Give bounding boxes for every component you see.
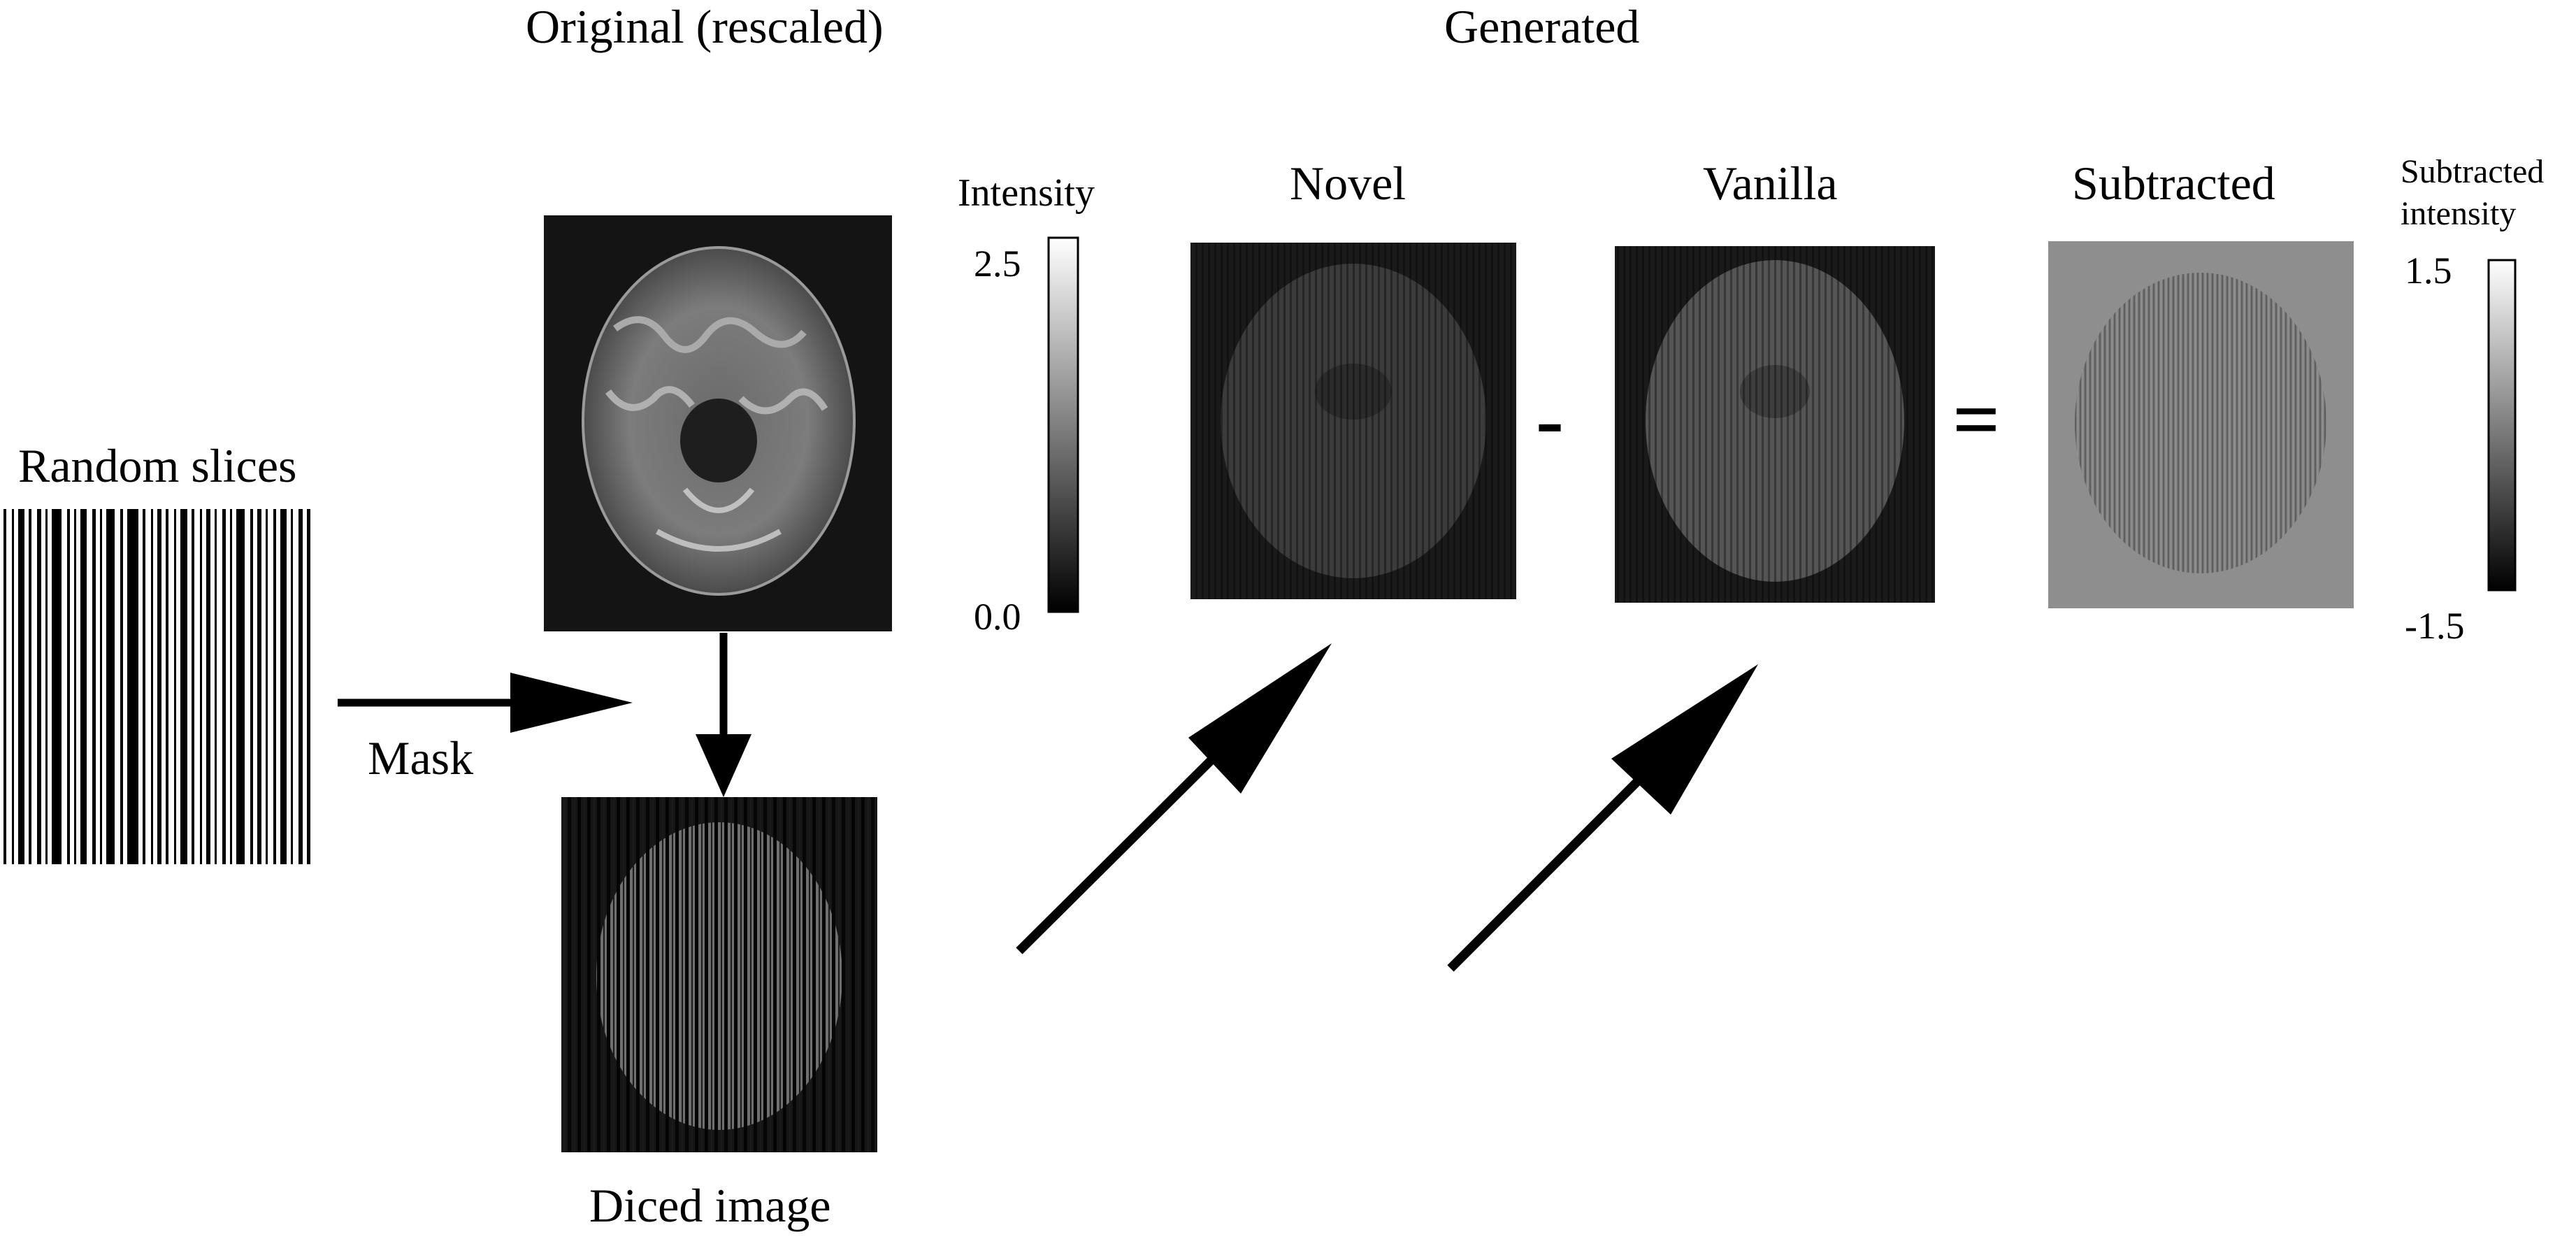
- colorbar-intensity: [1047, 236, 1079, 613]
- barcode-bar: [92, 509, 96, 864]
- colorbar-subtracted: [2487, 259, 2517, 592]
- barcode-bar: [222, 509, 226, 864]
- header-original: Original (rescaled): [526, 0, 884, 53]
- barcode-bar: [291, 509, 293, 864]
- barcode-bar: [307, 509, 310, 864]
- barcode-bar: [127, 509, 138, 864]
- colorbar-subtracted-max: 1.5: [2405, 250, 2452, 292]
- barcode-bar: [180, 509, 187, 864]
- barcode-bar: [174, 509, 176, 864]
- barcode-bar: [37, 509, 41, 864]
- barcode-bar: [151, 509, 153, 864]
- barcode-bar: [250, 509, 253, 864]
- colorbar-intensity-title: Intensity: [958, 171, 1095, 215]
- label-random-slices: Random slices: [18, 439, 297, 492]
- barcode-bar: [236, 509, 245, 864]
- header-generated: Generated: [1444, 0, 1640, 53]
- random-slices-barcode: [3, 509, 310, 864]
- barcode-bar: [230, 509, 232, 864]
- barcode-bar: [192, 509, 194, 864]
- barcode-bar: [120, 509, 123, 864]
- barcode-bar: [215, 509, 217, 864]
- colorbar-subtracted-title-1: Subtracted: [2401, 153, 2545, 190]
- barcode-bar: [29, 509, 31, 864]
- barcode-bar: [143, 509, 145, 864]
- novel-generated-image: [1190, 243, 1516, 599]
- barcode-bar: [166, 509, 168, 864]
- colorbar-intensity-min: 0.0: [974, 596, 1021, 638]
- barcode-bar: [100, 509, 102, 864]
- barcode-bar: [257, 509, 261, 864]
- subtracted-image: [2048, 241, 2354, 608]
- original-brain-image: [544, 215, 892, 631]
- diced-brain-image: [561, 797, 877, 1152]
- label-subtracted: Subtracted: [2072, 157, 2275, 210]
- barcode-bar: [266, 509, 268, 864]
- barcode-bar: [45, 509, 48, 864]
- barcode-bar: [106, 509, 115, 864]
- colorbar-subtracted-title-2: intensity: [2401, 195, 2517, 232]
- label-novel: Novel: [1290, 157, 1406, 210]
- mask-arrow: [338, 673, 633, 733]
- barcode-bar: [52, 509, 62, 864]
- barcode-bar: [280, 509, 287, 864]
- barcode-bar: [18, 509, 24, 864]
- barcode-bar: [206, 509, 210, 864]
- label-vanilla: Vanilla: [1703, 157, 1838, 210]
- barcode-bar: [67, 509, 70, 864]
- vanilla-generated-image: [1615, 246, 1935, 603]
- label-diced-image: Diced image: [589, 1179, 831, 1232]
- arrow-to-novel: [1016, 643, 1332, 954]
- label-mask: Mask: [368, 731, 474, 785]
- colorbar-intensity-max: 2.5: [974, 243, 1021, 285]
- barcode-bar: [12, 509, 14, 864]
- colorbar-subtracted-min: -1.5: [2405, 605, 2465, 647]
- barcode-bar: [200, 509, 202, 864]
- barcode-bar: [298, 509, 303, 864]
- barcode-bar: [74, 509, 76, 864]
- barcode-bar: [3, 509, 6, 864]
- arrow-to-vanilla: [1447, 664, 1758, 972]
- barcode-bar: [157, 509, 161, 864]
- barcode-bar: [80, 509, 87, 864]
- down-arrow: [696, 633, 751, 797]
- barcode-bar: [273, 509, 276, 864]
- minus-sign: -: [1536, 373, 1564, 466]
- equals-sign: =: [1952, 373, 2001, 466]
